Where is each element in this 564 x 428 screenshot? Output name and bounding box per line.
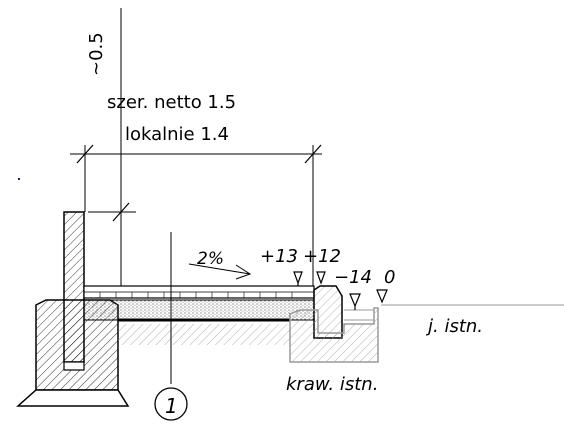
subbase-layer — [118, 324, 290, 345]
elevation-marker-c — [349, 293, 361, 308]
clearance-label: ~0.5 — [86, 32, 107, 76]
elevation-low-label: −14 — [334, 267, 372, 288]
detail-reference-label: 1 — [165, 394, 178, 418]
elevation-markers — [293, 271, 388, 310]
width-local-label: lokalnie 1.4 — [125, 124, 229, 145]
barrier-post — [63, 211, 85, 363]
existing-road-label: j. istn. — [425, 316, 483, 337]
existing-curb — [289, 307, 379, 363]
detail-reference-circle — [154, 387, 188, 421]
existing-curb-label: kraw. istn. — [286, 374, 378, 395]
elevation-top-a-label: +13 — [260, 246, 298, 267]
base-course — [83, 299, 315, 321]
stray-mark — [18, 178, 20, 180]
foundation-base — [16, 389, 130, 407]
elevation-marker-b — [316, 271, 326, 285]
elevation-top-b-label: +12 — [303, 246, 341, 267]
slope-label: 2% — [197, 249, 224, 269]
clearance-dimension — [88, 202, 136, 292]
slope-arrow — [188, 263, 252, 280]
pavement-joints — [99, 292, 293, 298]
width-dimension — [70, 144, 322, 286]
elevation-zero-label: 0 — [384, 267, 395, 288]
elevation-marker-a — [293, 271, 303, 285]
width-net-label: szer. netto 1.5 — [107, 92, 236, 113]
elevation-marker-d — [376, 289, 388, 304]
post-footing — [63, 361, 85, 371]
